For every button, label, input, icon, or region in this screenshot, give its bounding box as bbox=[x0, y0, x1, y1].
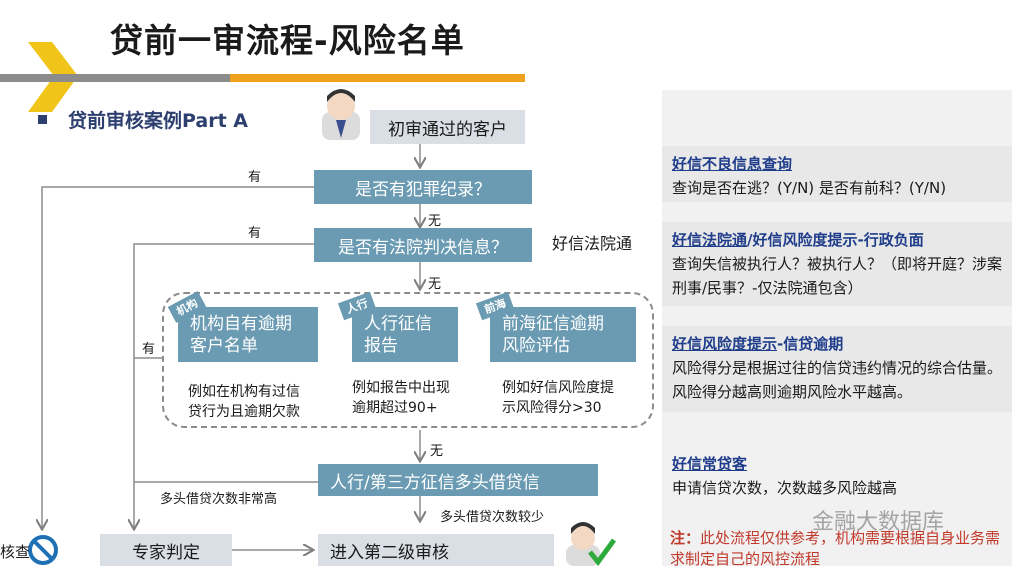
example-institution-line-2: 贷行为且逾期欠款 bbox=[188, 404, 300, 420]
institution-line-2: 客户名单 bbox=[190, 335, 258, 356]
header-bar-gray bbox=[0, 74, 230, 82]
panel-card-4-heading: 好信常贷客 bbox=[672, 452, 1002, 476]
edge-few-borrowing: 多头借贷次数较少 bbox=[440, 510, 545, 525]
example-institution: 例如在机构有过信 贷行为且逾期欠款 bbox=[188, 382, 300, 422]
institution-overdue-list: 机构自有逾期 客户名单 bbox=[178, 307, 318, 362]
panel-card-3-link[interactable]: 好信风险度提示 bbox=[672, 335, 778, 353]
example-pboc: 例如报告中出现 逾期超过90+ bbox=[352, 378, 450, 418]
panel-card-4-link[interactable]: 好信常贷客 bbox=[672, 455, 748, 473]
panel-card-2-link[interactable]: 好信法院通 bbox=[672, 231, 748, 249]
edge-no-2: 无 bbox=[428, 277, 442, 292]
panel-card-1-link[interactable]: 好信不良信息查询 bbox=[672, 155, 793, 173]
edge-yes-criminal: 有 bbox=[248, 170, 262, 185]
qianhai-risk-assessment: 前海征信逾期 风险评估 bbox=[490, 307, 636, 362]
bullet-icon bbox=[38, 115, 47, 124]
example-institution-line-1: 例如在机构有过信 bbox=[188, 384, 300, 400]
example-qianhai-line-1: 例如好信风险度提 bbox=[502, 380, 614, 396]
panel-card-2-body: 查询失信被执行人？被执行人？（即将开庭？涉案刑事/民事？-仅法院通包含） bbox=[672, 255, 1003, 297]
panel-card-risk-score: 好信风险度提示-信贷逾期 风险得分是根据过往的信贷违约情况的综合估量。风险得分越… bbox=[662, 326, 1012, 412]
edge-yes-court: 有 bbox=[248, 226, 262, 241]
example-pboc-line-2: 逾期超过90+ bbox=[352, 400, 438, 416]
example-qianhai: 例如好信风险度提 示风险得分>30 bbox=[502, 378, 614, 418]
expert-judgment-node: 专家判定 bbox=[100, 534, 232, 566]
pboc-line-2: 报告 bbox=[364, 335, 398, 356]
panel-card-1-heading: 好信不良信息查询 bbox=[672, 152, 1002, 176]
header-bar-orange bbox=[230, 74, 525, 82]
pboc-credit-report: 人行征信 报告 bbox=[352, 307, 458, 362]
note-label: 注： bbox=[670, 529, 701, 547]
panel-card-bad-info: 好信不良信息查询 查询是否在逃？(Y/N) 是否有前科？(Y/N) bbox=[662, 146, 1012, 202]
note-text: 此处流程仅供参考，机构需要根据自身业务需求制定自己的风控流程 bbox=[670, 529, 1001, 568]
panel-card-3-heading: 好信风险度提示-信贷逾期 bbox=[672, 335, 844, 353]
panel-card-3-body: 风险得分是根据过往的信贷违约情况的综合估量。风险得分越高则逾期风险水平越高。 bbox=[672, 359, 1003, 401]
forbidden-icon bbox=[28, 535, 58, 565]
second-review-node: 进入第二级审核 bbox=[318, 534, 554, 566]
section-subtitle: 贷前审核案例Part A bbox=[68, 110, 249, 132]
panel-card-court: 好信法院通/好信风险度提示-行政负面 查询失信被执行人？被执行人？（即将开庭？涉… bbox=[662, 222, 1012, 306]
court-service-label: 好信法院通 bbox=[552, 234, 633, 253]
panel-card-2-heading: 好信法院通/好信风险度提示-行政负面 bbox=[672, 231, 924, 249]
panel-card-1-body: 查询是否在逃？(Y/N) 是否有前科？(Y/N) bbox=[672, 179, 947, 197]
example-qianhai-line-2: 示风险得分>30 bbox=[502, 400, 602, 416]
example-pboc-line-1: 例如报告中出现 bbox=[352, 380, 450, 396]
institution-line-1: 机构自有逾期 bbox=[190, 313, 292, 334]
edge-yes-sources: 有 bbox=[142, 342, 156, 357]
qianhai-line-2: 风险评估 bbox=[502, 335, 570, 356]
edge-many-borrowing: 多头借贷次数非常高 bbox=[160, 492, 278, 507]
pboc-line-1: 人行征信 bbox=[364, 313, 432, 334]
reject-node-label: 核查 bbox=[0, 543, 31, 561]
start-node: 初审通过的客户 bbox=[370, 110, 525, 144]
edge-no-3: 无 bbox=[430, 444, 444, 459]
criminal-record-check: 是否有犯罪纪录？ bbox=[314, 170, 532, 204]
panel-card-4-body: 申请信贷次数，次数越多风险越高 bbox=[672, 479, 898, 497]
panel-card-frequent-borrower: 好信常贷客 申请信贷次数，次数越多风险越高 bbox=[662, 446, 1012, 502]
risk-sources-group bbox=[162, 292, 654, 428]
court-judgment-check: 是否有法院判决信息？ bbox=[314, 228, 532, 262]
watermark: 金融大数据库 bbox=[812, 510, 945, 535]
page-title: 贷前一审流程-风险名单 bbox=[110, 21, 465, 60]
multi-borrowing-check: 人行/第三方征信多头借贷信 bbox=[318, 464, 598, 496]
disclaimer-note: 注：此处流程仅供参考，机构需要根据自身业务需求制定自己的风控流程 bbox=[670, 528, 1010, 570]
qianhai-line-1: 前海征信逾期 bbox=[502, 313, 604, 334]
edge-no-1: 无 bbox=[428, 214, 442, 229]
